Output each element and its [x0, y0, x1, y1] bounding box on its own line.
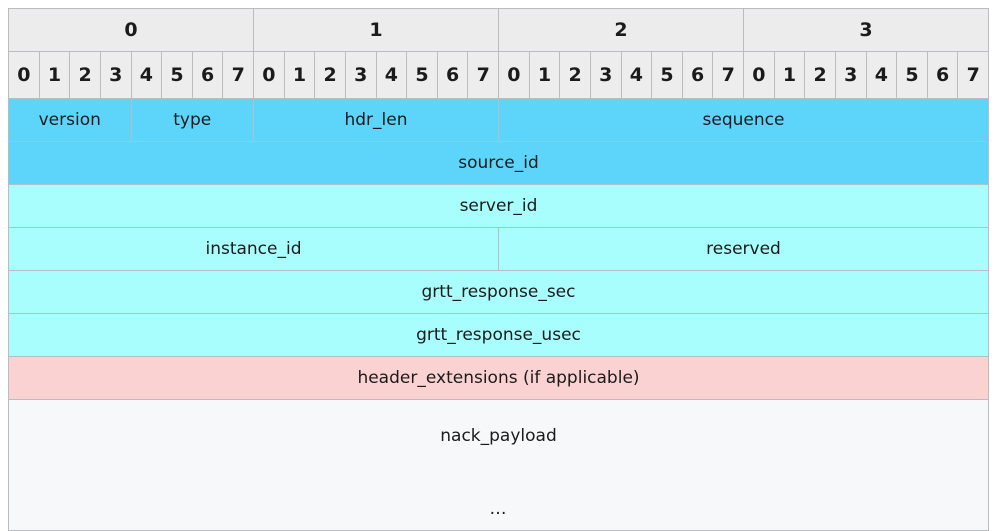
bit-offset-label: 6 [191, 51, 224, 99]
packet-field-instance-id: instance_id [8, 227, 499, 271]
bit-offset-label: 3 [589, 51, 622, 99]
bit-offset-label: 7 [712, 51, 744, 99]
bit-offset-label: 3 [834, 51, 867, 99]
bit-offset-label: 7 [467, 51, 499, 99]
packet-field-grtt-response-sec: grtt_response_sec [8, 270, 989, 314]
bit-offset-label: 3 [99, 51, 132, 99]
packet-field-server-id: server_id [8, 184, 989, 228]
packet-field-row: grtt_response_usec [8, 313, 989, 357]
bit-offset-label: 6 [436, 51, 469, 99]
packet-field-source-id: source_id [8, 141, 989, 185]
bit-offset-label: 1 [38, 51, 71, 99]
bit-offset-label: 0 [498, 51, 530, 99]
payload-label: nack_payload [440, 425, 557, 446]
bit-offset-label: 1 [773, 51, 806, 99]
bit-offset-label: 2 [69, 51, 101, 99]
packet-field-row: grtt_response_sec [8, 270, 989, 314]
bit-offset-label: 3 [344, 51, 377, 99]
bit-offset-label: 4 [130, 51, 163, 99]
packet-field-type: type [130, 98, 254, 142]
bit-offset-label: 5 [651, 51, 683, 99]
bit-offset-label: 1 [283, 51, 316, 99]
bit-offset-label: 6 [681, 51, 714, 99]
bit-offset-label: 7 [957, 51, 989, 99]
bit-offset-label: 0 [253, 51, 285, 99]
packet-field-row: header_extensions (if applicable) [8, 356, 989, 400]
bit-offset-label: 4 [375, 51, 408, 99]
payload-continuation-ellipsis: … [489, 498, 508, 519]
packet-field-sequence: sequence [498, 98, 989, 142]
bit-offset-label: 5 [406, 51, 438, 99]
packet-payload-row: nack_payload … [8, 399, 989, 531]
packet-field-version: version [8, 98, 132, 142]
packet-field-grtt-response-usec: grtt_response_usec [8, 313, 989, 357]
packet-field-header-extensions: header_extensions (if applicable) [8, 356, 989, 400]
bit-offset-label: 5 [161, 51, 193, 99]
bit-offset-label: 4 [865, 51, 898, 99]
byte-offset-label: 3 [743, 8, 989, 52]
bit-offset-label: 4 [620, 51, 653, 99]
bit-offset-label: 2 [559, 51, 591, 99]
packet-field-row: server_id [8, 184, 989, 228]
packet-field-hdr-len: hdr_len [253, 98, 499, 142]
bit-offset-label: 6 [926, 51, 959, 99]
packet-field-reserved: reserved [498, 227, 989, 271]
byte-offset-label: 1 [253, 8, 499, 52]
bit-offset-label: 7 [222, 51, 254, 99]
packet-field-nack-payload: nack_payload … [8, 399, 989, 531]
bit-offset-label: 2 [804, 51, 836, 99]
bit-offset-label: 0 [8, 51, 40, 99]
byte-offset-label: 2 [498, 8, 744, 52]
bit-offset-label: 0 [743, 51, 775, 99]
packet-field-row: source_id [8, 141, 989, 185]
bit-offset-label: 2 [314, 51, 346, 99]
bit-offset-label: 1 [528, 51, 561, 99]
byte-offset-label: 0 [8, 8, 254, 52]
bit-offset-label: 5 [896, 51, 928, 99]
